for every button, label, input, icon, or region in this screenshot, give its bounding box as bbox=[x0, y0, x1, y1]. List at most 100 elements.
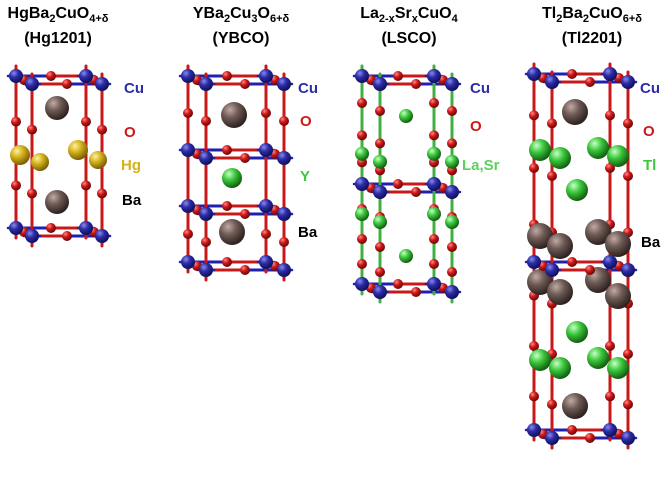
ybco-bottom-cu-atom bbox=[259, 255, 273, 269]
tl2201-bottom-cu-atom bbox=[603, 423, 617, 437]
ybco-mid2-cu-atom bbox=[199, 207, 213, 221]
lsco-mid-o-atom bbox=[411, 187, 421, 197]
lsco-lasr-atom bbox=[373, 215, 387, 229]
lsco-lasr-atom bbox=[427, 146, 441, 161]
label-cu-ybco: Cu bbox=[298, 80, 318, 97]
title-hg1201: HgBa2CuO4+δ (Hg1201) bbox=[6, 4, 110, 48]
label-y-ybco: Y bbox=[300, 168, 311, 185]
label-o-tl2201: O bbox=[643, 123, 655, 140]
label-tl-tl2201: Tl bbox=[643, 157, 657, 174]
lsco-apical-o-atom bbox=[357, 130, 367, 141]
ybco-bottom-cu-atom bbox=[277, 263, 291, 277]
ybco-top-cu-atom bbox=[259, 69, 273, 83]
ybco-mid1-cu-atom bbox=[199, 151, 213, 165]
ybco-mid1-o-atom bbox=[240, 153, 250, 163]
tl2201-tl-atom bbox=[607, 357, 629, 379]
hg1201-top-cu-atom bbox=[79, 69, 93, 83]
title-ybco: YBa2Cu3O6+δ (YBCO) bbox=[176, 4, 306, 48]
tl2201-top-cu-atom bbox=[603, 67, 617, 81]
lsco-mid-cu-atom bbox=[355, 177, 369, 191]
tl2201-ba-atom bbox=[562, 393, 588, 419]
tl2201-mid-o-atom bbox=[585, 265, 595, 275]
hg1201-hg-atom bbox=[31, 153, 49, 171]
tl2201-apical-o-atom bbox=[623, 171, 633, 181]
tl2201-ba-atom bbox=[527, 223, 553, 249]
ybco-mid2-cu-atom bbox=[277, 207, 291, 221]
ybco-top-cu-atom bbox=[199, 77, 213, 91]
hg1201-apical-o-atom bbox=[27, 124, 37, 135]
hg1201-apical-o-atom bbox=[11, 180, 21, 191]
ybco-apical-o-atom bbox=[183, 229, 193, 239]
ybco-bottom-o-atom bbox=[240, 265, 250, 275]
tl2201-tl-atom bbox=[566, 179, 588, 201]
lsco-bottom-cu-atom bbox=[427, 277, 441, 291]
tl2201-apical-o-atom bbox=[529, 163, 539, 173]
ybco-apical-o-atom bbox=[201, 116, 211, 126]
tl2201-ba-atom bbox=[562, 99, 588, 125]
tl2201-apical-o-atom bbox=[547, 118, 557, 129]
ybco-mid2-o-atom bbox=[222, 201, 232, 211]
hg1201-apical-o-atom bbox=[97, 188, 107, 199]
hg1201-bottom-cu-atom bbox=[95, 229, 109, 243]
lsco-bottom-cu-atom bbox=[373, 285, 387, 299]
tl2201-bottom-cu-atom bbox=[527, 423, 541, 437]
hg1201-bottom-cu-atom bbox=[25, 229, 39, 243]
ybco-top-o-atom bbox=[240, 79, 250, 89]
abbr-tl2201: (Tl2201) bbox=[561, 30, 623, 48]
hg1201-apical-o-atom bbox=[27, 188, 37, 199]
ybco-bottom-o-atom bbox=[222, 257, 232, 267]
lsco-apical-o-atom bbox=[429, 130, 439, 141]
ybco-mid2-cu-atom bbox=[259, 199, 273, 213]
title-tl2201: Tl2Ba2CuO6+δ (Tl2201) bbox=[524, 4, 660, 48]
hg1201-apical-o-atom bbox=[81, 116, 91, 127]
tl2201-ba-atom bbox=[605, 283, 631, 309]
tl2201-top-cu-atom bbox=[545, 75, 559, 89]
tl2201-apical-o-atom bbox=[547, 399, 557, 410]
label-lasr-lsco: La,Sr bbox=[462, 157, 500, 174]
hg1201-top-cu-atom bbox=[25, 77, 39, 91]
lsco-bottom-o-atom bbox=[411, 287, 421, 297]
tl2201-mid-cu-atom bbox=[527, 255, 541, 269]
tl2201-ba-atom bbox=[527, 269, 553, 295]
lsco-apical-o-atom bbox=[375, 267, 385, 277]
hg1201-bottom-o-atom bbox=[62, 231, 72, 241]
lsco-lasr-atom bbox=[355, 207, 369, 221]
lsco-apical-o-atom bbox=[429, 259, 439, 269]
hg1201-hg-atom bbox=[68, 140, 88, 160]
hg1201-apical-o-atom bbox=[11, 116, 21, 127]
tl2201-ba-atom bbox=[547, 233, 573, 259]
ybco-apical-o-atom bbox=[261, 229, 271, 239]
lsco-apical-o-atom bbox=[429, 98, 439, 108]
tl2201-apical-o-atom bbox=[529, 341, 539, 351]
hg1201-apical-o-atom bbox=[97, 124, 107, 135]
tl2201-ba-atom bbox=[585, 219, 611, 245]
tl2201-tl-atom bbox=[549, 147, 571, 169]
tl2201-apical-o-atom bbox=[547, 171, 557, 181]
lsco-top-cu-atom bbox=[373, 77, 387, 91]
label-cu-lsco: Cu bbox=[470, 80, 490, 97]
label-ba-ybco: Ba bbox=[298, 224, 318, 241]
lsco-lasr-atom bbox=[355, 146, 369, 161]
lsco-apical-o-atom bbox=[447, 242, 457, 252]
hg1201-apical-o-atom bbox=[81, 180, 91, 191]
tl2201-tl-atom bbox=[529, 139, 551, 161]
tl2201-tl-atom bbox=[587, 137, 609, 159]
lsco-mid-cu-atom bbox=[445, 185, 459, 199]
label-cu-tl2201: Cu bbox=[640, 80, 660, 97]
abbr-hg1201: (Hg1201) bbox=[24, 30, 92, 48]
hg1201-top-cu-atom bbox=[9, 69, 23, 83]
tl2201-apical-o-atom bbox=[623, 349, 633, 359]
title-lsco: La2-xSrxCuO4 (LSCO) bbox=[350, 4, 468, 48]
abbr-lsco: (LSCO) bbox=[381, 30, 437, 48]
abbr-ybco: (YBCO) bbox=[212, 30, 270, 48]
lsco-lasr-atom bbox=[427, 207, 441, 221]
ybco-top-cu-atom bbox=[181, 69, 195, 83]
ybco-mid1-o-atom bbox=[222, 145, 232, 155]
hg1201-top-cu-atom bbox=[95, 77, 109, 91]
tl2201-bottom-cu-atom bbox=[545, 431, 559, 445]
lsco-bottom-cu-atom bbox=[355, 277, 369, 291]
lsco-top-cu-atom bbox=[355, 69, 369, 83]
tl2201-tl-atom bbox=[529, 349, 551, 371]
lsco-apical-o-atom bbox=[447, 267, 457, 277]
tl2201-tl-atom bbox=[607, 145, 629, 167]
